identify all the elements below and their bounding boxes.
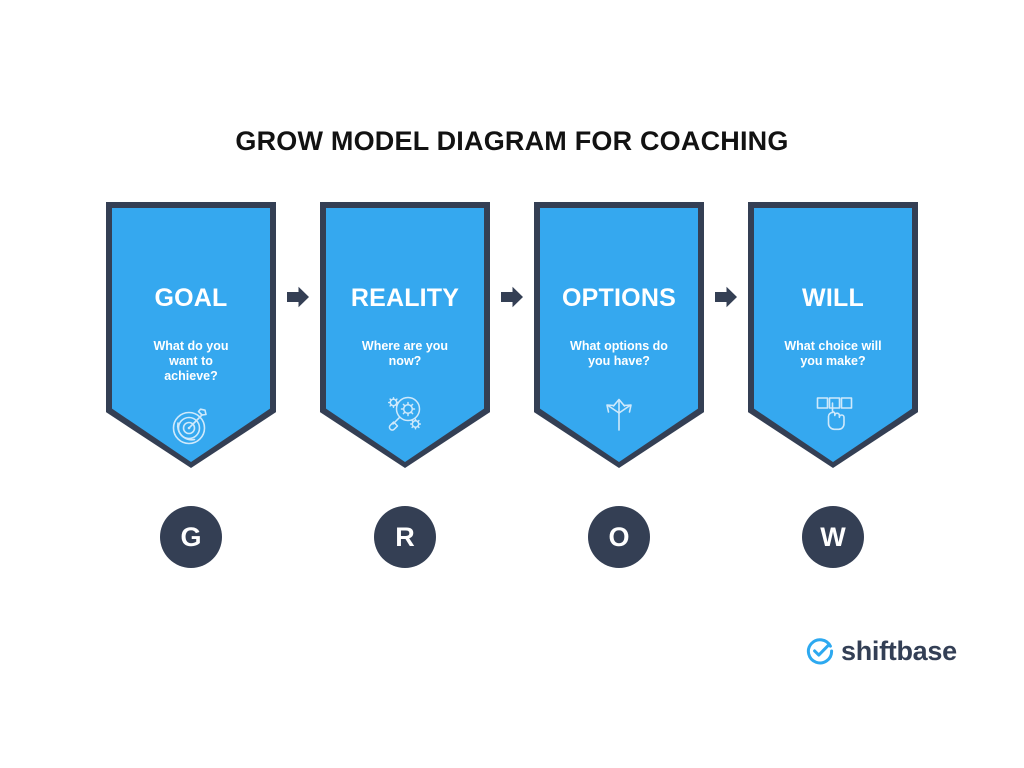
- letter-slot-g: G: [106, 506, 276, 568]
- magnifier-gears-icon: [380, 387, 430, 437]
- arrow-right-icon: [715, 286, 737, 308]
- connector-1: [276, 202, 320, 468]
- step-question-options: What options do you have?: [570, 339, 668, 368]
- step-banner-goal[interactable]: GOAL What do you want to achieve?: [106, 202, 276, 468]
- step-question-will: What choice will you make?: [784, 339, 882, 368]
- letter-slot-o: O: [534, 506, 704, 568]
- step-banner-body: REALITY Where are you now?: [326, 208, 484, 462]
- letter-circle-o[interactable]: O: [588, 506, 650, 568]
- step-banner-will[interactable]: WILL What choice will you make?: [748, 202, 918, 468]
- arrow-right-icon: [287, 286, 309, 308]
- letter-circle-g[interactable]: G: [160, 506, 222, 568]
- step-heading-reality: REALITY: [350, 284, 460, 312]
- step-heading-will: WILL: [802, 284, 864, 312]
- step-question-reality: Where are you now?: [361, 339, 449, 368]
- page-title: GROW MODEL DIAGRAM FOR COACHING: [235, 126, 789, 156]
- target-dart-icon: [166, 401, 216, 451]
- letter-circle-w[interactable]: W: [802, 506, 864, 568]
- connector-3: [704, 202, 748, 468]
- step-banner-body: WILL What choice will you make?: [754, 208, 912, 462]
- letter-circle-r[interactable]: R: [374, 506, 436, 568]
- step-banner-reality[interactable]: REALITY Where are you now?: [320, 202, 490, 468]
- letter-slot-r: R: [320, 506, 490, 568]
- step-heading-goal: GOAL: [154, 284, 228, 312]
- step-banner-body: OPTIONS What options do you have?: [540, 208, 698, 462]
- hand-choice-boxes-icon: [808, 387, 858, 437]
- arrow-right-icon: [501, 286, 523, 308]
- circle-check-icon: [806, 638, 834, 665]
- brand-name: shiftbase: [841, 635, 957, 666]
- step-banner-options[interactable]: OPTIONS What options do you have?: [534, 202, 704, 468]
- grow-model-diagram: GOAL What do you want to achieve?: [106, 202, 918, 472]
- step-question-goal: What do you want to achieve?: [153, 339, 229, 383]
- branching-arrows-icon: [594, 387, 644, 437]
- grow-letter-row: G R O W: [106, 506, 918, 568]
- letter-slot-w: W: [748, 506, 918, 568]
- step-banner-body: GOAL What do you want to achieve?: [112, 208, 270, 462]
- step-heading-options: OPTIONS: [562, 284, 676, 312]
- brand-logo[interactable]: shiftbase: [806, 634, 957, 668]
- connector-2: [490, 202, 534, 468]
